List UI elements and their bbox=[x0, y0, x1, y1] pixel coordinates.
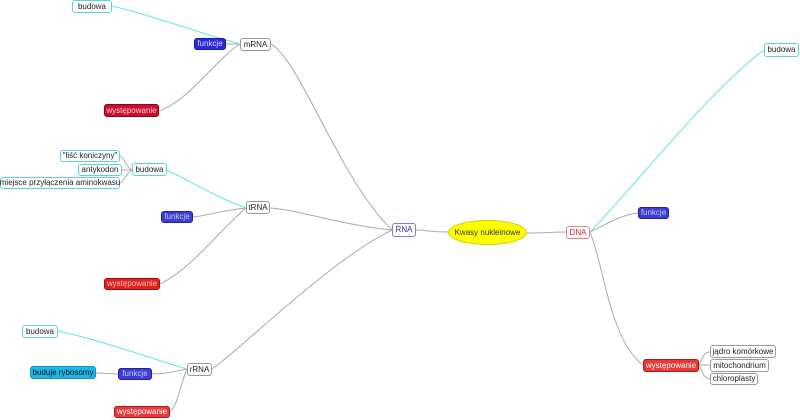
connector-rrna-budowa bbox=[57, 330, 188, 370]
trna-node[interactable]: tRNA bbox=[246, 201, 270, 214]
connector-trna-funkcje bbox=[192, 207, 247, 218]
mrna-funkcje-label: funkcje bbox=[197, 39, 223, 48]
trna-budowa-item-aminokwas[interactable]: miejsce przyłączenia aminokwasu bbox=[0, 177, 120, 189]
dna-wystepowanie-label: występowanie bbox=[645, 360, 697, 370]
dna-chloroplasty-node[interactable]: chloroplasty bbox=[710, 373, 758, 385]
trna-budowa-label: budowa bbox=[135, 164, 164, 174]
rrna-rybosomy-node[interactable]: buduje rybosomy bbox=[30, 366, 96, 379]
mrna-node[interactable]: mRNA bbox=[240, 38, 271, 51]
connector-root-dna bbox=[526, 231, 567, 234]
dna-budowa-node[interactable]: budowa bbox=[764, 43, 799, 57]
connector-mrna-wystepowanie bbox=[158, 43, 241, 112]
dna-jadro-label: jądro komórkowe bbox=[712, 346, 774, 356]
connector-dna-funkcje bbox=[589, 212, 639, 233]
rrna-budowa-label: budowa bbox=[25, 326, 55, 336]
trna-label: tRNA bbox=[248, 202, 268, 212]
rrna-budowa-node[interactable]: budowa bbox=[22, 325, 58, 338]
mrna-label: mRNA bbox=[243, 39, 268, 49]
trna-budowa-item-lisc[interactable]: "liść koniczyny" bbox=[60, 150, 120, 162]
root-node[interactable]: Kwasy nukleinowe bbox=[448, 220, 527, 245]
dna-funkcje-label: funkcje bbox=[640, 208, 667, 217]
rrna-label: rRNA bbox=[189, 364, 210, 374]
trna-budowa-node[interactable]: budowa bbox=[132, 163, 167, 176]
mrna-funkcje-node[interactable]: funkcje bbox=[194, 38, 226, 50]
connector-rna-trna bbox=[269, 207, 393, 231]
rrna-rybosomy-label: buduje rybosomy bbox=[32, 367, 94, 377]
connector-trna-budowa-l1 bbox=[119, 155, 133, 171]
connector-trna-budowa-l3 bbox=[119, 169, 133, 184]
rna-label: RNA bbox=[395, 225, 413, 234]
rrna-funkcje-label: funkcje bbox=[122, 369, 148, 378]
connector-trna-wystepowanie bbox=[159, 207, 247, 285]
trna-wystepowanie-node[interactable]: występowanie bbox=[104, 278, 160, 290]
connector-rna-rrna bbox=[211, 229, 393, 370]
dna-mitochondrium-label: mitochondrium bbox=[713, 360, 766, 370]
trna-budowa-item-antykodon[interactable]: antykodon bbox=[78, 164, 122, 176]
connector-dna-budowa bbox=[589, 49, 765, 233]
mrna-wystepowanie-node[interactable]: występowanie bbox=[104, 104, 159, 117]
connector-dna-jadro bbox=[698, 351, 711, 366]
root-label: Kwasy nukleinowe bbox=[454, 227, 521, 237]
rna-node[interactable]: RNA bbox=[392, 223, 416, 237]
dna-funkcje-node[interactable]: funkcje bbox=[638, 207, 669, 219]
connector-funkcje-rybosomy bbox=[95, 372, 119, 375]
dna-label: DNA bbox=[569, 227, 587, 237]
dna-chloroplasty-label: chloroplasty bbox=[712, 374, 756, 383]
dna-jadro-node[interactable]: jądro komórkowe bbox=[710, 345, 776, 358]
connector-dna-wystepowanie bbox=[589, 231, 644, 366]
trna-budowa-item-lisc-label: "liść koniczyny" bbox=[62, 151, 118, 160]
connector-rna-mrna bbox=[270, 43, 393, 231]
trna-funkcje-label: funkcje bbox=[164, 212, 190, 221]
rrna-node[interactable]: rRNA bbox=[187, 363, 212, 376]
rrna-wystepowanie-label: występowanie bbox=[116, 407, 168, 416]
trna-wystepowanie-label: występowanie bbox=[106, 279, 158, 288]
mrna-budowa-label: budowa bbox=[77, 1, 107, 11]
connector-dna-chloro bbox=[698, 364, 711, 380]
trna-budowa-item-antykodon-label: antykodon bbox=[81, 165, 119, 174]
rrna-wystepowanie-node[interactable]: występowanie bbox=[114, 406, 170, 418]
dna-wystepowanie-node[interactable]: występowanie bbox=[643, 359, 699, 372]
connector-trna-budowa bbox=[165, 169, 247, 209]
dna-mitochondrium-node[interactable]: mitochondrium bbox=[710, 359, 769, 372]
mrna-budowa-node[interactable]: budowa bbox=[72, 0, 112, 13]
connector-rrna-funkcje bbox=[151, 368, 188, 375]
dna-node[interactable]: DNA bbox=[566, 226, 590, 239]
connector-rrna-wystepowanie bbox=[169, 368, 188, 413]
dna-budowa-label: budowa bbox=[767, 45, 796, 54]
connector-root-rna bbox=[415, 229, 449, 233]
trna-budowa-item-aminokwas-label: miejsce przyłączenia aminokwasu bbox=[0, 178, 121, 187]
trna-funkcje-node[interactable]: funkcje bbox=[161, 211, 193, 223]
rrna-funkcje-node[interactable]: funkcje bbox=[118, 368, 152, 380]
mrna-wystepowanie-label: występowanie bbox=[106, 105, 157, 115]
